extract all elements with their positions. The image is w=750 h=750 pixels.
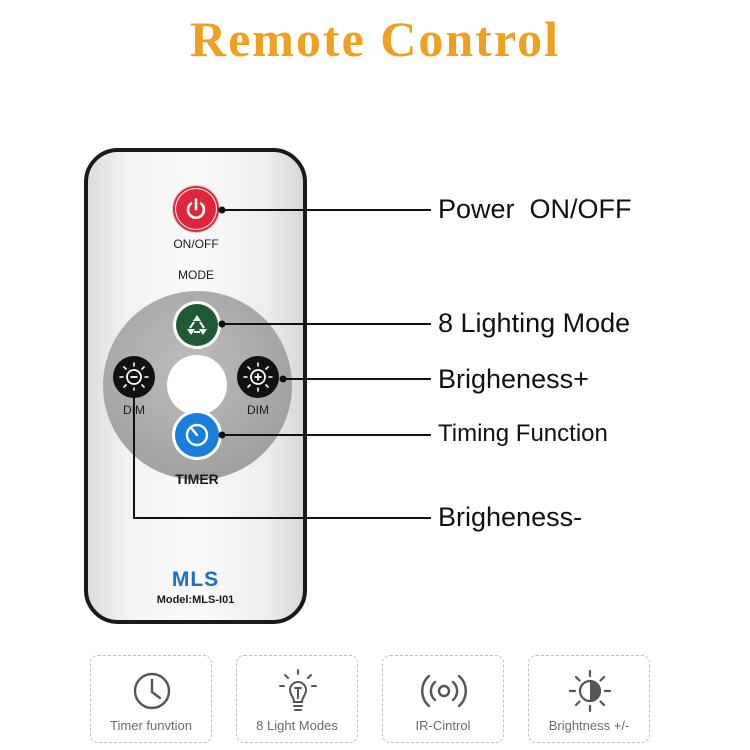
- mode-label: MODE: [178, 268, 214, 282]
- callout-mode: 8 Lighting Mode: [438, 308, 631, 338]
- brightness-icon: [568, 669, 612, 713]
- timer-button[interactable]: [172, 410, 222, 460]
- power-button[interactable]: [173, 186, 219, 232]
- brightness-plus-icon: [243, 362, 273, 392]
- feature-brightness: Brightness +/-: [528, 655, 650, 743]
- feature-light-modes: 8 Light Modes: [236, 655, 358, 743]
- page-title: Remote Control: [189, 11, 561, 67]
- power-icon: [186, 198, 206, 219]
- recycle-icon: [187, 315, 207, 335]
- model-number: Model:MLS-I01: [156, 594, 235, 606]
- brightness-minus-icon: [119, 362, 149, 392]
- mode-button[interactable]: [173, 301, 221, 349]
- dim-right-label: DIM: [247, 403, 269, 417]
- feature-label: Timer funvtion: [110, 718, 192, 733]
- ir-signal-icon: [421, 674, 467, 708]
- center-ok-area: [167, 355, 227, 415]
- brand-logo: MLS: [171, 568, 220, 591]
- callout-power: Power ON/OFF: [438, 194, 632, 224]
- timer-label: TIMER: [175, 471, 219, 487]
- feature-ir-control: IR-Cintrol: [382, 655, 504, 743]
- feature-label: 8 Light Modes: [256, 718, 338, 733]
- timer-icon: [185, 423, 209, 447]
- callout-brightness-plus: Brigheness+: [438, 364, 589, 394]
- callout-timing: Timing Function: [438, 420, 608, 447]
- feature-label: IR-Cintrol: [415, 718, 471, 733]
- feature-label: Brightness +/-: [548, 718, 630, 733]
- feature-timer: Timer funvtion: [90, 655, 212, 743]
- brightness-up-button[interactable]: [237, 356, 279, 398]
- bright-minus-callout-line: [133, 394, 431, 519]
- power-label: ON/OFF: [173, 237, 219, 251]
- lightbulb-icon: [279, 669, 317, 711]
- callout-brightness-minus: Brigheness-: [438, 502, 583, 532]
- clock-icon: [133, 672, 171, 710]
